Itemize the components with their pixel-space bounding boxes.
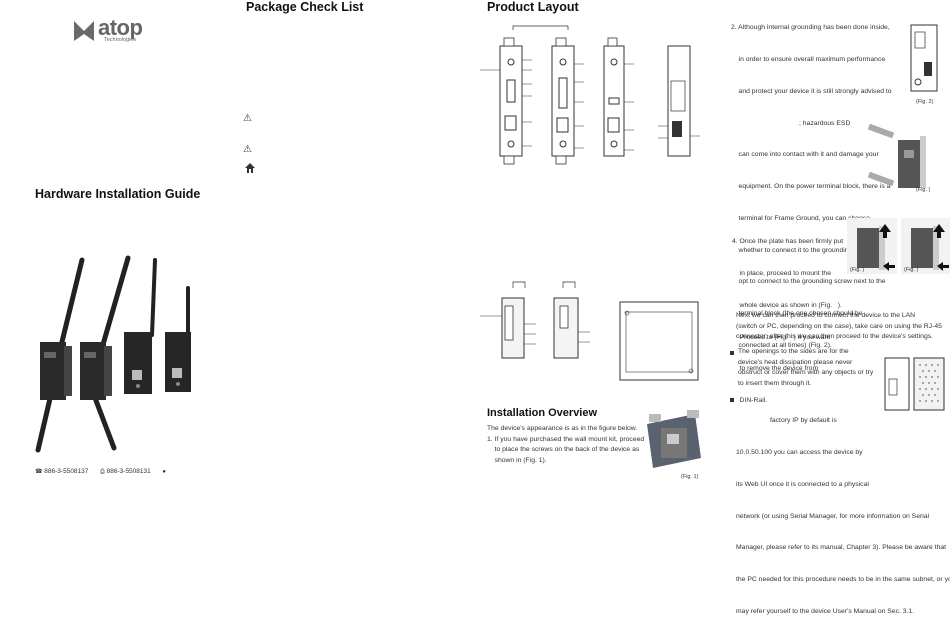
bullet2-line: its Web UI once it is connected to a phy… [736, 480, 869, 488]
panel-layout: Product Layout [475, 0, 712, 491]
bullet2-line: may refer yourself to the device User's … [736, 607, 915, 615]
step2-line: can come into contact with it and damage… [731, 151, 879, 159]
panel-instructions: 2. Although internal grounding has been … [712, 0, 950, 615]
bullet-square-2 [730, 398, 734, 402]
device-front-diagram [480, 25, 700, 165]
bullet2-line: the PC needed for this procedure needs t… [736, 576, 950, 584]
step2-line: ; hazardous ESD [731, 119, 851, 127]
bullet2-line: network (or using Serial Manager, for mo… [736, 512, 930, 520]
lan-line: (switch or PC, depending on the case), t… [736, 322, 942, 330]
guide-title: Hardware Installation Guide [35, 187, 201, 201]
step2-line: and protect your device it is still stro… [731, 87, 892, 95]
step2-line: terminal block (the one chosen should be [731, 310, 863, 318]
bullet2-line: factory IP by default is [736, 417, 837, 425]
wall-mount-photo [647, 410, 701, 468]
step2-line: 2. Although internal grounding has been … [731, 24, 890, 32]
fax-icon: ⎙ [100, 469, 105, 475]
mount-photo-a [847, 218, 897, 274]
phone-number: 886-3-5508137 [44, 468, 89, 475]
step4-line: whole device as shown in (Fig. ). [732, 301, 842, 309]
home-icon [245, 163, 255, 173]
din-rail-photo [867, 123, 926, 188]
step4-text: 4. Once the plate has been firmly put in… [732, 216, 852, 428]
logo-icon [74, 21, 94, 41]
bullet1-line: obstruct or cover them with any objects … [738, 369, 874, 377]
phone-icon: ☎ [35, 469, 43, 475]
bullet2-line: 10.0.50.100 you can access the device by [736, 448, 863, 456]
overview-line: shown in (Fig. 1). [487, 456, 547, 464]
step4-line: DIN-Rail. [732, 397, 768, 405]
devices-photo [35, 255, 191, 453]
step4-line: Proceed to (Fig. ) if you want [732, 333, 831, 341]
fig4a-label: (Fig. ) [850, 267, 865, 273]
bullet2-line: Manager, please refer to its manual, Cha… [736, 544, 947, 552]
bullet1-text: The openings to the sides are for the de… [738, 347, 878, 389]
step2-line: equipment. On the power terminal block, … [731, 183, 891, 191]
lan-text: Next we can then proceed to connect the … [736, 311, 950, 343]
step2-text: 2. Although internal grounding has been … [731, 2, 906, 373]
overview-text: The device's appearance is as in the fig… [487, 424, 657, 466]
overview-line: The device's appearance is as in the fig… [487, 425, 638, 432]
brand-name: atop [98, 15, 143, 40]
step4-line: to remove the device from [732, 365, 819, 373]
warning-icon-2: ⚠ [243, 144, 252, 155]
overview-title: Installation Overview [487, 407, 598, 419]
panel-package: Package Check List ⚠ ⚠ [237, 0, 475, 491]
bullet2-text: factory IP by default is 10.0.50.100 you… [736, 395, 950, 639]
panel-cover: atop Technologies Hardware Installation … [0, 0, 237, 491]
bullet1-line: The openings to the sides are for the [738, 348, 849, 355]
overview-line: 1. If you have purchased the wall mount … [487, 435, 645, 443]
fig4b-label: (Fig. ) [904, 267, 919, 273]
grounding-diagram [910, 24, 938, 92]
lan-line: Next we can then proceed to connect the … [736, 312, 916, 319]
mount-photo-b [901, 218, 950, 274]
bullet1-line: device's heat dissipation please never [738, 358, 853, 366]
step4-line: in place, proceed to mount the [732, 269, 831, 277]
contact-row: ☎ 886-3-5508137 ⎙ 886-3-5508131 ● [35, 468, 235, 478]
fax-number: 886-3-5508131 [106, 468, 151, 475]
device-side-diagram [480, 281, 699, 381]
bullet-square [730, 351, 734, 355]
step2-line: connected at all times) (Fig. 2). [731, 342, 832, 349]
atop-logo: atop Technologies [72, 15, 162, 47]
bullet1-line: to insert them through it. [738, 379, 812, 387]
overview-line: to place the screws on the back of the d… [487, 446, 640, 454]
step2-line: opt to connect to the grounding screw ne… [731, 278, 886, 286]
brand-sub: Technologies [104, 37, 137, 43]
warning-icon: ⚠ [243, 113, 252, 124]
package-title: Package Check List [246, 0, 364, 14]
fig3-label: (Fig. ) [916, 187, 931, 193]
globe-icon: ● [162, 469, 167, 475]
lan-line: connector; after this we can then procee… [736, 333, 934, 341]
step2-line: in order to ensure overall maximum perfo… [731, 55, 886, 63]
step4-line: 4. Once the plate has been firmly put [732, 238, 844, 246]
layout-title: Product Layout [487, 0, 579, 14]
heat-vents-diagram [884, 357, 945, 411]
fig1-label: (Fig. 1) [681, 474, 699, 480]
fig2-label: (Fig. 2) [916, 99, 934, 105]
